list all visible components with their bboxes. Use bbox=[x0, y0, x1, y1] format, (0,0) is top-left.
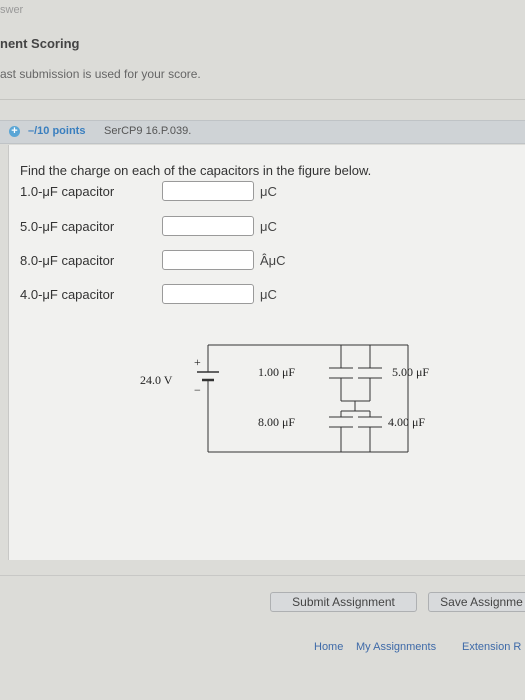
battery-plus: + bbox=[194, 355, 201, 369]
capacitor-label-4uf: 4.00 μF bbox=[388, 415, 425, 429]
scoring-title: nent Scoring bbox=[0, 36, 80, 51]
capacitor-label: 5.0-μF capacitor bbox=[20, 219, 115, 234]
question-prompt: Find the charge on each of the capacitor… bbox=[20, 163, 372, 178]
battery-minus: − bbox=[194, 383, 201, 397]
capacitor-label: 4.0-μF capacitor bbox=[20, 287, 115, 302]
capacitor-label: 8.0-μF capacitor bbox=[20, 253, 115, 268]
question-id: SerCP9 16.P.039. bbox=[104, 125, 192, 137]
charge-input-1uf[interactable] bbox=[162, 181, 254, 201]
question-body bbox=[8, 145, 525, 560]
divider bbox=[0, 575, 525, 576]
unit-label: μC bbox=[260, 184, 277, 199]
save-assignment-button[interactable]: Save Assignme bbox=[428, 592, 525, 612]
home-link[interactable]: Home bbox=[314, 641, 344, 653]
charge-input-5uf[interactable] bbox=[162, 216, 254, 236]
capacitor-label-5uf: 5.00 μF bbox=[392, 365, 429, 379]
charge-input-8uf[interactable] bbox=[162, 250, 254, 270]
scoring-note: ast submission is used for your score. bbox=[0, 67, 201, 81]
capacitor-label-1uf: 1.00 μF bbox=[258, 365, 295, 379]
answer-label: swer bbox=[0, 4, 24, 16]
capacitor-label-8uf: 8.00 μF bbox=[258, 415, 295, 429]
question-points: –/10 points bbox=[28, 125, 86, 137]
battery-voltage: 24.0 V bbox=[140, 373, 173, 387]
submit-assignment-button[interactable]: Submit Assignment bbox=[270, 592, 417, 612]
extension-request-link[interactable]: Extension R bbox=[462, 641, 522, 653]
unit-label: μC bbox=[260, 287, 277, 302]
unit-label: ÂμC bbox=[260, 253, 286, 268]
question-header: + –/10 points SerCP9 16.P.039. bbox=[0, 120, 525, 144]
expand-icon[interactable]: + bbox=[9, 126, 20, 137]
divider bbox=[0, 99, 525, 100]
unit-label: μC bbox=[260, 219, 277, 234]
charge-input-4uf[interactable] bbox=[162, 284, 254, 304]
capacitor-label: 1.0-μF capacitor bbox=[20, 184, 115, 199]
my-assignments-link[interactable]: My Assignments bbox=[356, 641, 437, 653]
